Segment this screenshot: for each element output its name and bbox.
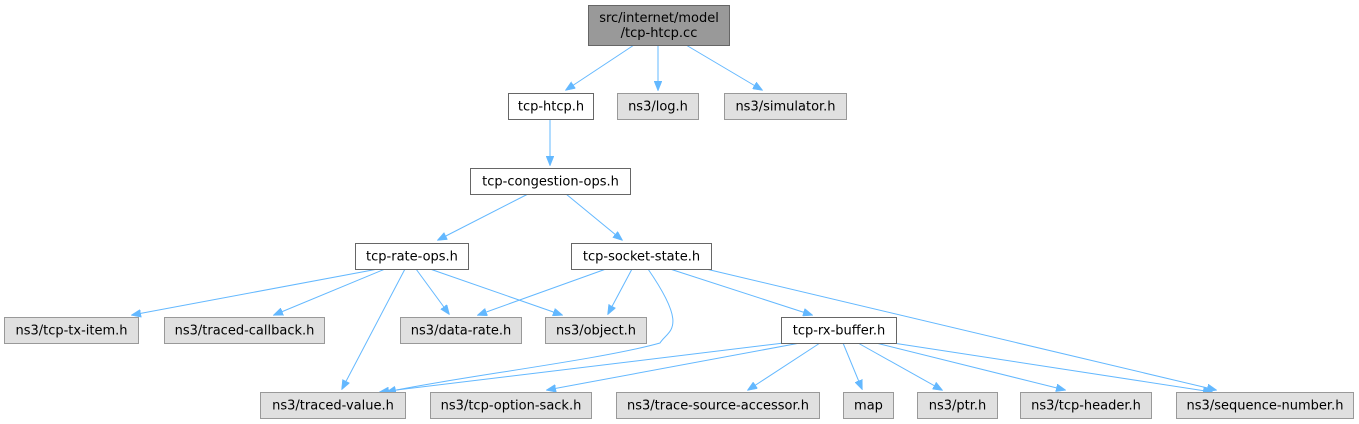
node-tcp-socket-state-h[interactable]: tcp-socket-state.h xyxy=(571,243,712,270)
node-label: ns3/data-rate.h xyxy=(411,324,511,339)
node-box xyxy=(1020,392,1152,419)
node-ns3-log-h: ns3/log.h xyxy=(617,93,699,120)
edge-tcp-socket-state-h-to-ns3-sequence-number-h xyxy=(705,268,1216,390)
edge-tcp-rx-buffer-h-to-ns3-ptr-h xyxy=(857,342,942,390)
node-box xyxy=(355,243,469,270)
node-box xyxy=(571,243,712,270)
node-box xyxy=(781,317,897,344)
node-box xyxy=(724,93,847,120)
node-box xyxy=(508,93,594,120)
node-label: ns3/simulator.h xyxy=(735,100,835,115)
node-box xyxy=(545,317,647,344)
node-label: ns3/object.h xyxy=(556,324,636,339)
node-ns3-tcp-tx-item-h: ns3/tcp-tx-item.h xyxy=(4,317,139,344)
edge-tcp-rate-ops-h-to-ns3-object-h xyxy=(429,268,562,315)
edge-tcp-congestion-ops-h-to-tcp-rate-ops-h xyxy=(438,193,529,240)
node-tcp-congestion-ops-h[interactable]: tcp-congestion-ops.h xyxy=(470,168,631,195)
node-ns3-simulator-h: ns3/simulator.h xyxy=(724,93,847,120)
node-label: ns3/tcp-option-sack.h xyxy=(441,399,582,414)
edge-tcp-rate-ops-h-to-ns3-traced-callback-h xyxy=(274,268,386,315)
node-box xyxy=(470,168,631,195)
edge-tcp-socket-state-h-to-ns3-data-rate-h xyxy=(478,268,607,315)
node-tcp-rx-buffer-h[interactable]: tcp-rx-buffer.h xyxy=(781,317,897,344)
edge-tcp-socket-state-h-to-ns3-object-h xyxy=(608,268,633,314)
node-ns3-tcp-header-h: ns3/tcp-header.h xyxy=(1020,392,1152,419)
node-label: map xyxy=(854,399,883,414)
node-label: ns3/sequence-number.h xyxy=(1187,399,1344,414)
node-box xyxy=(843,392,894,419)
node-label: /tcp-htcp.cc xyxy=(621,26,698,41)
edge-tcp-rx-buffer-h-to-map xyxy=(842,342,862,389)
node-label: ns3/trace-source-accessor.h xyxy=(627,399,809,414)
node-label: src/internet/model xyxy=(599,11,719,26)
node-label: ns3/log.h xyxy=(628,100,688,115)
node-label: ns3/traced-value.h xyxy=(272,399,394,414)
node-label: ns3/traced-callback.h xyxy=(175,324,315,339)
node-label: tcp-congestion-ops.h xyxy=(482,175,619,190)
edge-tcp-rx-buffer-h-to-ns3-sequence-number-h xyxy=(892,342,1212,392)
edge-tcp-rx-buffer-h-to-ns3-tcp-option-sack-h xyxy=(547,342,801,390)
node-label: tcp-htcp.h xyxy=(518,100,584,115)
node-box xyxy=(430,392,592,419)
dependency-edges xyxy=(132,44,1216,392)
edge-tcp-socket-state-h-to-tcp-rx-buffer-h xyxy=(669,268,812,315)
node-label: ns3/tcp-header.h xyxy=(1031,399,1141,414)
edge-tcp-rate-ops-h-to-ns3-tcp-tx-item-h xyxy=(132,268,379,315)
node-ns3-object-h: ns3/object.h xyxy=(545,317,647,344)
node-ns3-traced-value-h: ns3/traced-value.h xyxy=(260,392,406,419)
node-map: map xyxy=(843,392,894,419)
edge-tcp-congestion-ops-h-to-tcp-socket-state-h xyxy=(565,193,622,240)
node-label: tcp-rx-buffer.h xyxy=(793,324,886,339)
node-box xyxy=(400,317,522,344)
edge-root-to-ns3-simulator-h xyxy=(685,44,762,90)
node-tcp-htcp-h[interactable]: tcp-htcp.h xyxy=(508,93,594,120)
dependency-nodes: src/internet/model/tcp-htcp.cc tcp-htcp.h… xyxy=(4,5,1354,419)
node-ns3-sequence-number-h: ns3/sequence-number.h xyxy=(1176,392,1354,419)
node-box xyxy=(588,5,730,46)
node-box xyxy=(4,317,139,344)
edge-tcp-rate-ops-h-to-ns3-data-rate-h xyxy=(415,268,449,314)
edge-root-to-tcp-htcp-h xyxy=(566,44,635,90)
edge-tcp-rate-ops-h-to-ns3-traced-value-h xyxy=(342,268,406,389)
node-box xyxy=(616,392,820,419)
node-ns3-trace-source-accessor-h: ns3/trace-source-accessor.h xyxy=(616,392,820,419)
node-label: ns3/ptr.h xyxy=(929,399,987,414)
edge-tcp-socket-state-h-to-ns3-traced-value-h xyxy=(387,268,674,392)
node-box xyxy=(1176,392,1354,419)
node-box xyxy=(260,392,406,419)
node-label: tcp-socket-state.h xyxy=(583,250,700,265)
node-root[interactable]: src/internet/model/tcp-htcp.cc xyxy=(588,5,730,46)
node-box xyxy=(917,392,998,419)
edge-tcp-rx-buffer-h-to-ns3-tcp-header-h xyxy=(875,342,1065,390)
edge-tcp-rx-buffer-h-to-ns3-traced-value-h xyxy=(380,342,785,392)
node-label: tcp-rate-ops.h xyxy=(366,250,458,265)
node-box xyxy=(617,93,699,120)
edge-tcp-rx-buffer-h-to-ns3-trace-source-accessor-h xyxy=(748,342,821,390)
node-label: ns3/tcp-tx-item.h xyxy=(15,324,127,339)
node-ns3-data-rate-h: ns3/data-rate.h xyxy=(400,317,522,344)
node-ns3-ptr-h: ns3/ptr.h xyxy=(917,392,998,419)
node-tcp-rate-ops-h[interactable]: tcp-rate-ops.h xyxy=(355,243,469,270)
node-ns3-traced-callback-h: ns3/traced-callback.h xyxy=(164,317,325,344)
node-ns3-tcp-option-sack-h: ns3/tcp-option-sack.h xyxy=(430,392,592,419)
node-box xyxy=(164,317,325,344)
